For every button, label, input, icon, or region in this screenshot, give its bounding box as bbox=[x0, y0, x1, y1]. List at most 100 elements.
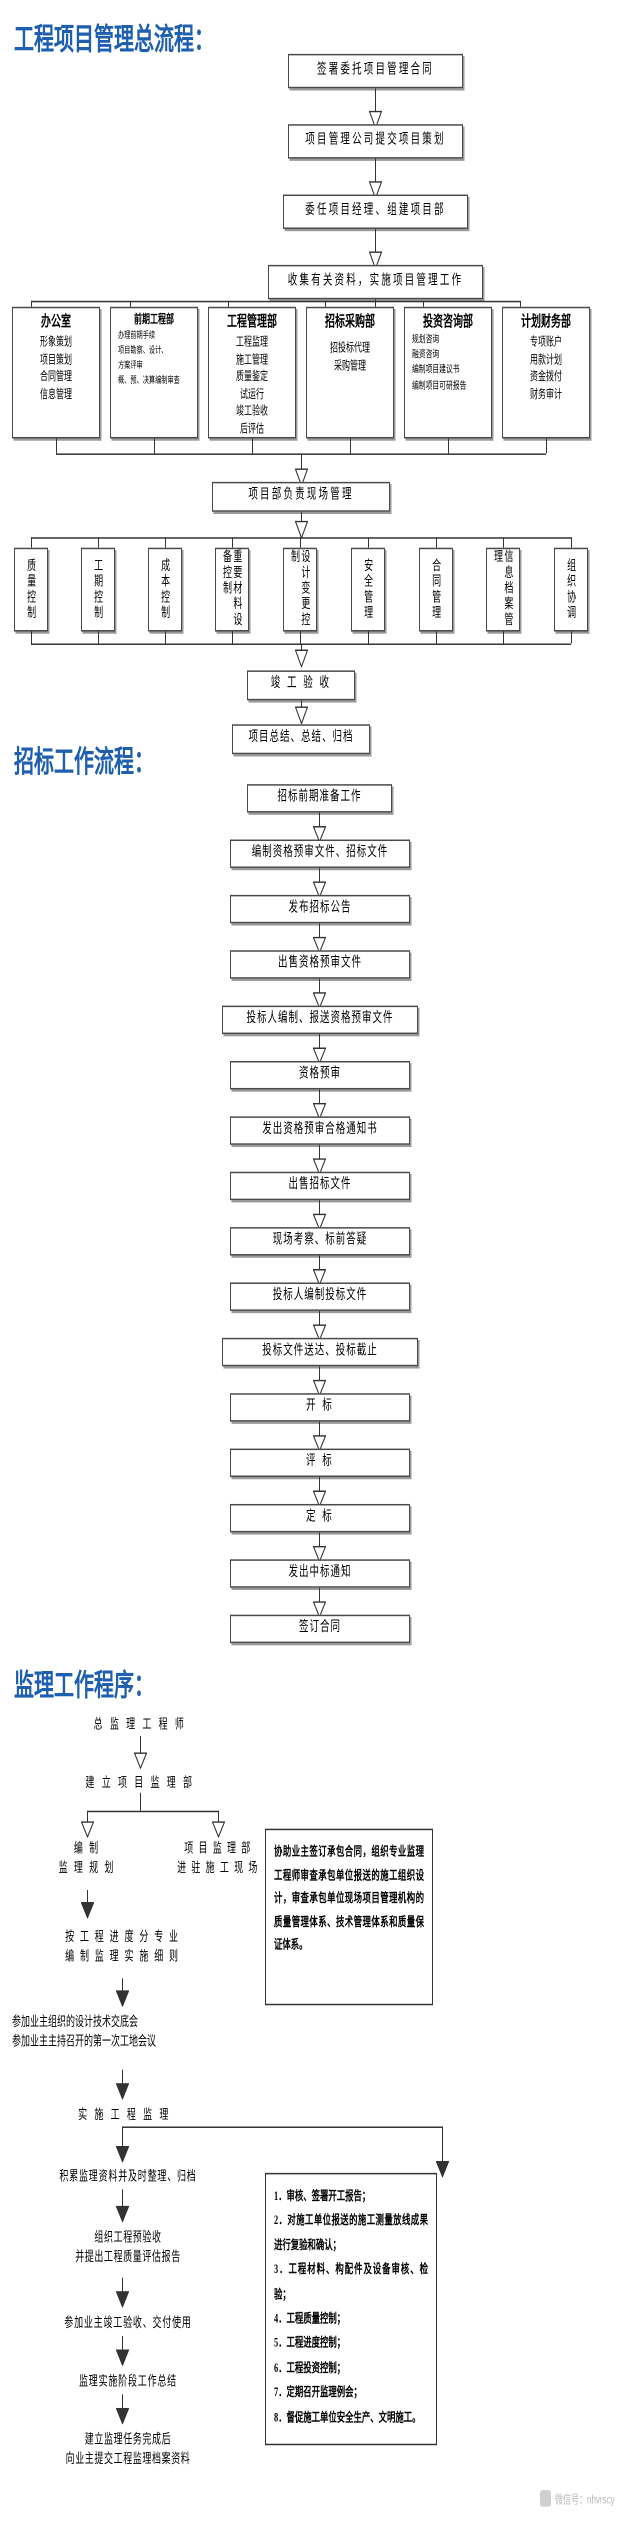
dept-card-2[interactable]: 前期工程部 办理前期手续 项目勘察、设计、 方案评审 概、预、决算编制审查 bbox=[110, 306, 198, 439]
dept-card-3[interactable]: 工程管理部 工程监理 施工管理 质量鉴定 试运行 竣工验收 后评估 bbox=[208, 306, 296, 439]
flow2-step-16[interactable]: 签订合同 bbox=[230, 1614, 410, 1644]
flow2-step-3[interactable]: 发布招标公告 bbox=[230, 894, 410, 924]
note-item: 4．工程质量控制； bbox=[274, 2311, 346, 2326]
arrow-icon bbox=[313, 1379, 326, 1397]
control-item-5[interactable]: 设计变更控制 bbox=[283, 547, 317, 632]
control-item-2[interactable]: 工期控制 bbox=[81, 547, 115, 632]
control-item-4[interactable]: 重要材料设备控制 bbox=[215, 547, 249, 632]
connector bbox=[56, 438, 57, 454]
arrow-icon bbox=[313, 1324, 326, 1341]
flow1-acceptance[interactable]: 竣 工 验 收 bbox=[247, 670, 355, 701]
flow1-site-node[interactable]: 项目部负责现场管理 bbox=[212, 481, 390, 512]
dept-line: 形象策划 bbox=[40, 335, 72, 349]
connector bbox=[571, 537, 572, 548]
connector bbox=[122, 1978, 123, 2003]
flow2-step-14[interactable]: 定 标 bbox=[230, 1503, 410, 1533]
connector bbox=[436, 537, 437, 548]
watermark-label: 微信号：nhvrscy bbox=[555, 2493, 615, 2507]
control-item-1[interactable]: 质量控制 bbox=[14, 547, 48, 632]
arrow-icon bbox=[81, 1821, 94, 1838]
connector bbox=[122, 2069, 123, 2097]
connector-bus bbox=[31, 537, 571, 539]
connector bbox=[448, 438, 449, 454]
flow2-step-15[interactable]: 发出中标通知 bbox=[230, 1559, 410, 1588]
connector bbox=[442, 2126, 443, 2175]
dept-name: 招标采购部 bbox=[325, 314, 375, 331]
flow3-note-top: 协助业主签订承包合同，组织专业监理工程师审查承包单位报送的施工组织设计，审查承包… bbox=[265, 1828, 433, 2006]
connector bbox=[252, 438, 253, 454]
arrow-icon bbox=[313, 1490, 326, 1507]
flow2-step-6[interactable]: 资格预审 bbox=[230, 1060, 410, 1090]
flow2-step-11[interactable]: 投标文件送达、投标截止 bbox=[222, 1337, 418, 1367]
connector bbox=[300, 537, 301, 548]
note-item: 1．审核、签署开工报告； bbox=[274, 2189, 371, 2203]
arrow-icon bbox=[436, 2160, 449, 2178]
connector bbox=[503, 631, 504, 644]
arrow-icon bbox=[313, 992, 326, 1009]
connector bbox=[165, 631, 166, 644]
flow3-step-7: 组织工程预验收 并提出工程质量评估报告 bbox=[75, 2229, 181, 2265]
flow3-step-10: 建立监理任务完成后 向业主提交工程监理档案资料 bbox=[65, 2431, 191, 2467]
flow2-step-2[interactable]: 编制资格预审文件、招标文件 bbox=[230, 839, 410, 868]
control-item-3[interactable]: 成本控制 bbox=[148, 547, 182, 632]
connector bbox=[140, 1735, 141, 1766]
section-title-2: 招标工作流程： bbox=[14, 746, 154, 780]
dept-line: 工程监理 bbox=[236, 335, 268, 349]
connector bbox=[375, 158, 376, 192]
flow2-step-7[interactable]: 发出资格预审合格通知书 bbox=[230, 1116, 410, 1145]
dept-line: 编制项目可研报告 bbox=[412, 380, 467, 392]
connector bbox=[319, 1421, 320, 1449]
flow3-step-1: 总 监 理 工 程 师 bbox=[93, 1716, 187, 1732]
control-item-9[interactable]: 组织协调 bbox=[554, 547, 588, 632]
flow3-step-5: 实 施 工 程 监 理 bbox=[78, 2107, 171, 2122]
flow2-step-13[interactable]: 评 标 bbox=[230, 1448, 410, 1478]
control-item-6[interactable]: 安全管理 bbox=[351, 547, 385, 632]
flow3-step-2: 建 立 项 目 监 理 部 bbox=[85, 1774, 195, 1790]
connector bbox=[140, 1792, 141, 1811]
control-item-8[interactable]: 信息档案管理 bbox=[486, 547, 520, 632]
flow1-step-1[interactable]: 签署委托项目管理合同 bbox=[288, 53, 463, 89]
dept-card-1[interactable]: 办公室 形象策划 项目策划 合同管理 信息管理 bbox=[12, 306, 100, 439]
connector bbox=[503, 537, 504, 548]
flow1-step-3[interactable]: 委任项目经理、组建项目部 bbox=[283, 194, 468, 229]
flow1-step-4[interactable]: 收集有关资料，实施项目管理工作 bbox=[268, 264, 483, 300]
flow2-step-12[interactable]: 开 标 bbox=[230, 1393, 410, 1422]
dept-line: 资金拨付 bbox=[530, 369, 562, 384]
connector bbox=[319, 1144, 320, 1172]
arrow-icon bbox=[313, 1102, 326, 1120]
arrow-icon bbox=[313, 1269, 326, 1286]
flow1-closing[interactable]: 项目总结、总结、归档 bbox=[232, 724, 370, 755]
flow1-step-2[interactable]: 项目管理公司提交项目策划 bbox=[288, 124, 463, 159]
dept-line: 办理前期手续 bbox=[118, 331, 156, 342]
flow2-step-4[interactable]: 出售资格预审文件 bbox=[230, 950, 410, 979]
connector bbox=[232, 631, 233, 644]
connector bbox=[375, 88, 376, 122]
flow2-step-9[interactable]: 现场考察、标前答疑 bbox=[230, 1227, 410, 1256]
arrow-icon bbox=[134, 1752, 147, 1769]
dept-card-4[interactable]: 招标采购部 招投标代理 采购管理 bbox=[306, 306, 394, 439]
connector bbox=[31, 537, 32, 548]
arrow-icon bbox=[116, 2291, 129, 2308]
arrow-icon bbox=[116, 2407, 129, 2425]
dept-line: 后评估 bbox=[240, 421, 264, 436]
arrow-icon bbox=[212, 1821, 225, 1838]
connector bbox=[122, 2189, 123, 2220]
dept-card-6[interactable]: 计划财务部 专项账户 用款计划 资金拨付 财务审计 bbox=[502, 306, 590, 439]
flow3-note-bottom: 1．审核、签署开工报告； 2．对施工单位报送的施工测量放线成果进行复验和确认； … bbox=[265, 2172, 437, 2446]
dept-line: 采购管理 bbox=[334, 358, 366, 373]
flow2-step-5[interactable]: 投标人编制、报送资格预审文件 bbox=[222, 1005, 418, 1035]
arrow-icon bbox=[313, 1435, 326, 1452]
flow3-branch-right: 项 目 监 理 部 进 驻 施 工 现 场 bbox=[177, 1840, 259, 1876]
flow2-step-1[interactable]: 招标前期准备工作 bbox=[247, 784, 392, 813]
flow2-step-10[interactable]: 投标人编制投标文件 bbox=[230, 1282, 410, 1311]
control-item-7[interactable]: 合同管理 bbox=[419, 547, 453, 632]
dept-line: 试运行 bbox=[240, 387, 264, 401]
connector bbox=[165, 537, 166, 548]
dept-card-5[interactable]: 投资咨询部 规划咨询 融资咨询 编制项目建议书 编制项目可研报告 bbox=[404, 306, 492, 439]
connector bbox=[154, 438, 155, 454]
dept-line: 方案评审 bbox=[118, 361, 143, 372]
flow3-branch-left: 编 制 监 理 规 划 bbox=[58, 1840, 116, 1876]
dept-line: 专项账户 bbox=[530, 335, 562, 349]
flow2-step-8[interactable]: 出售招标文件 bbox=[230, 1171, 410, 1201]
